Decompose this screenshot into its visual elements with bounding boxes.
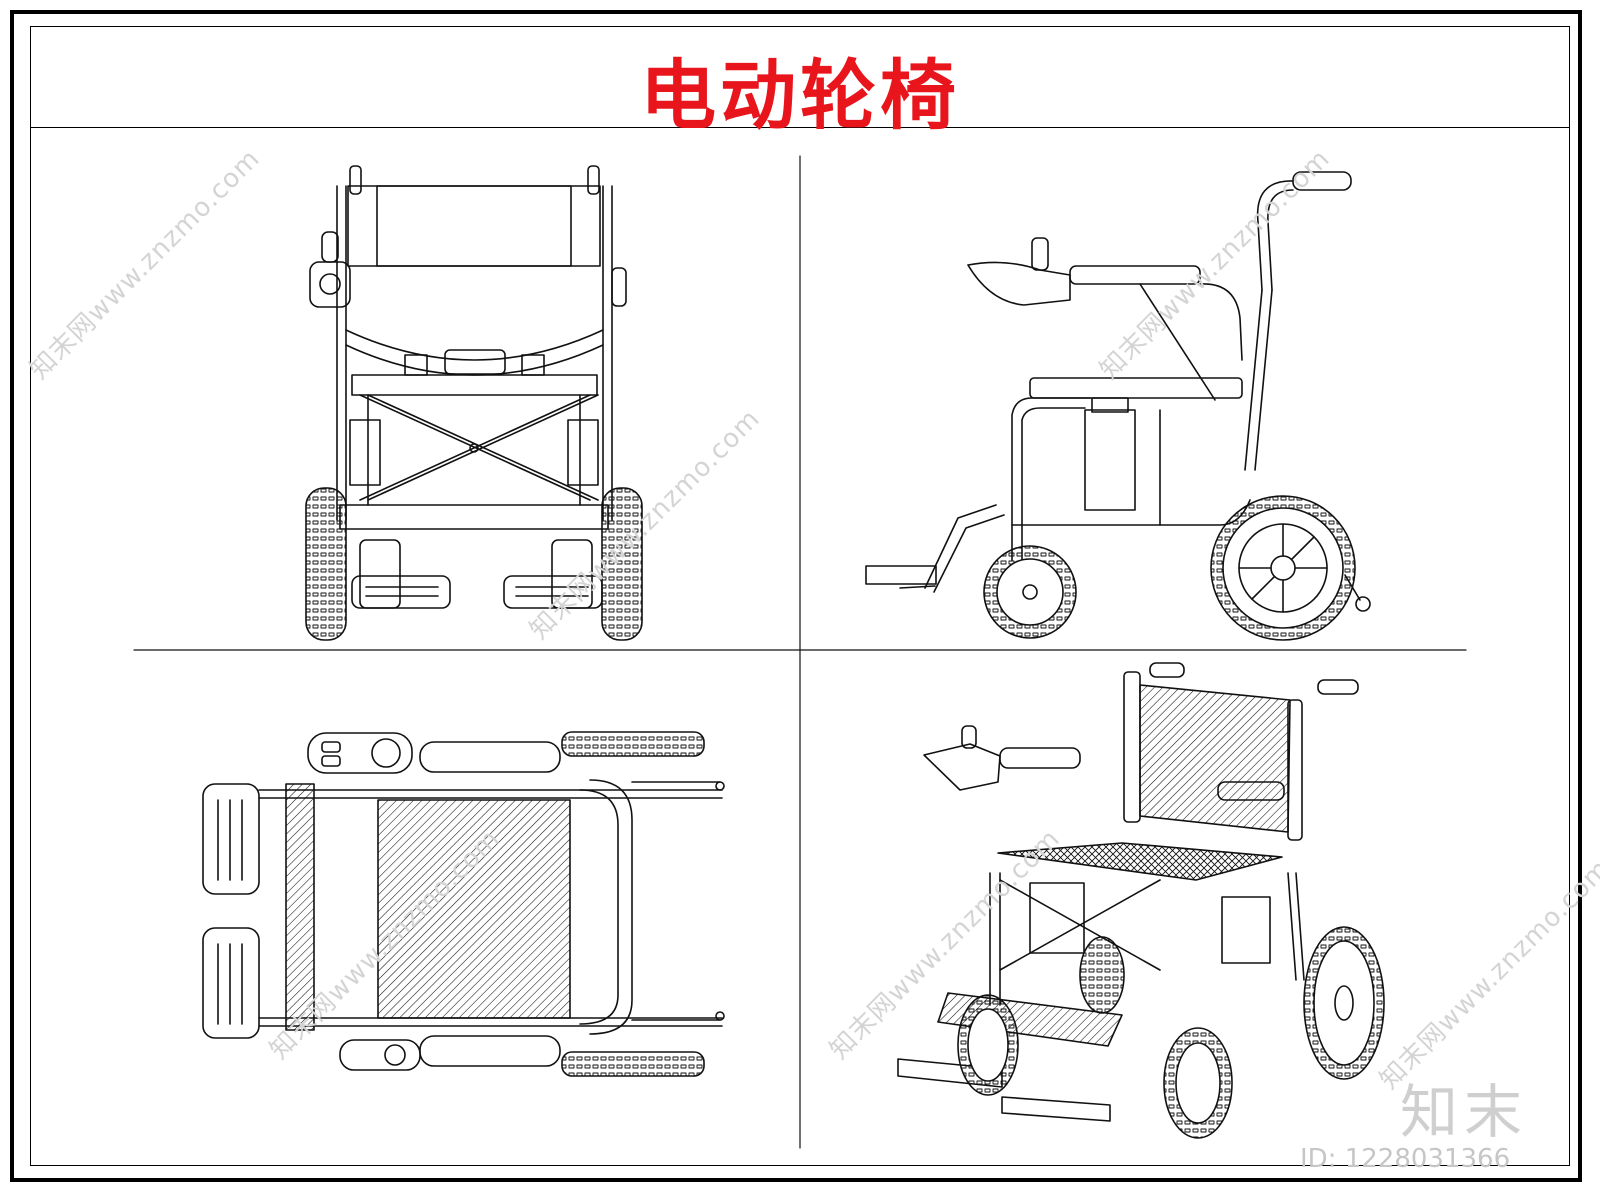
image-id-label: ID: 1228031366	[1300, 1144, 1511, 1174]
side-view	[865, 171, 1371, 641]
front-view	[305, 165, 643, 641]
top-view	[202, 731, 725, 1077]
drawing-inner-frame	[30, 26, 1570, 1166]
title-band: 电动轮椅	[30, 26, 1570, 138]
brand-logo: 知末	[1400, 1078, 1529, 1146]
drawing-outer-frame	[10, 10, 1582, 1182]
isometric-view	[897, 662, 1385, 1139]
drawing-title: 电动轮椅	[640, 51, 960, 140]
